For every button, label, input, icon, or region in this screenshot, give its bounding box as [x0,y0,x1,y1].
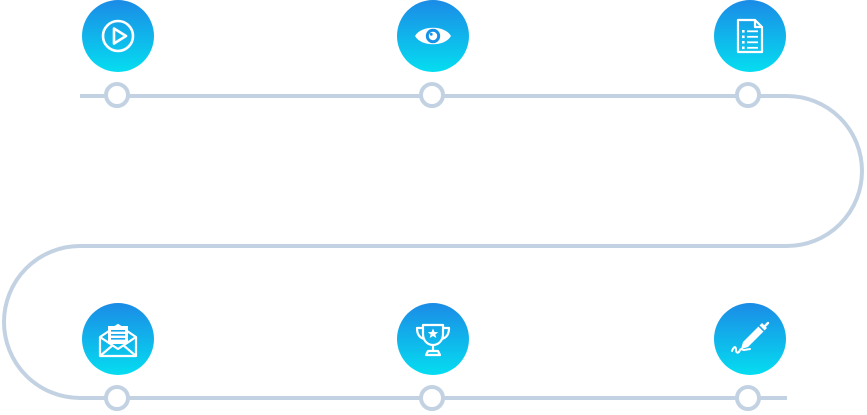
trophy-icon [415,323,451,357]
timeline-node-1 [104,82,130,108]
timeline-node-6 [735,385,761,411]
step-4-badge [82,303,154,375]
eye-icon [415,27,451,45]
step-5-badge [397,303,469,375]
step-6-badge [714,303,786,375]
timeline-node-2 [419,82,445,108]
timeline-node-4 [104,385,130,411]
step-2-badge [397,0,469,72]
step-1-badge [82,0,154,72]
timeline-node-3 [735,82,761,108]
envelope-letter-icon [98,323,138,358]
play-icon [101,19,135,53]
timeline-node-5 [419,385,445,411]
document-list-icon [736,18,764,54]
pen-signature-icon [731,321,770,354]
step-3-badge [714,0,786,72]
